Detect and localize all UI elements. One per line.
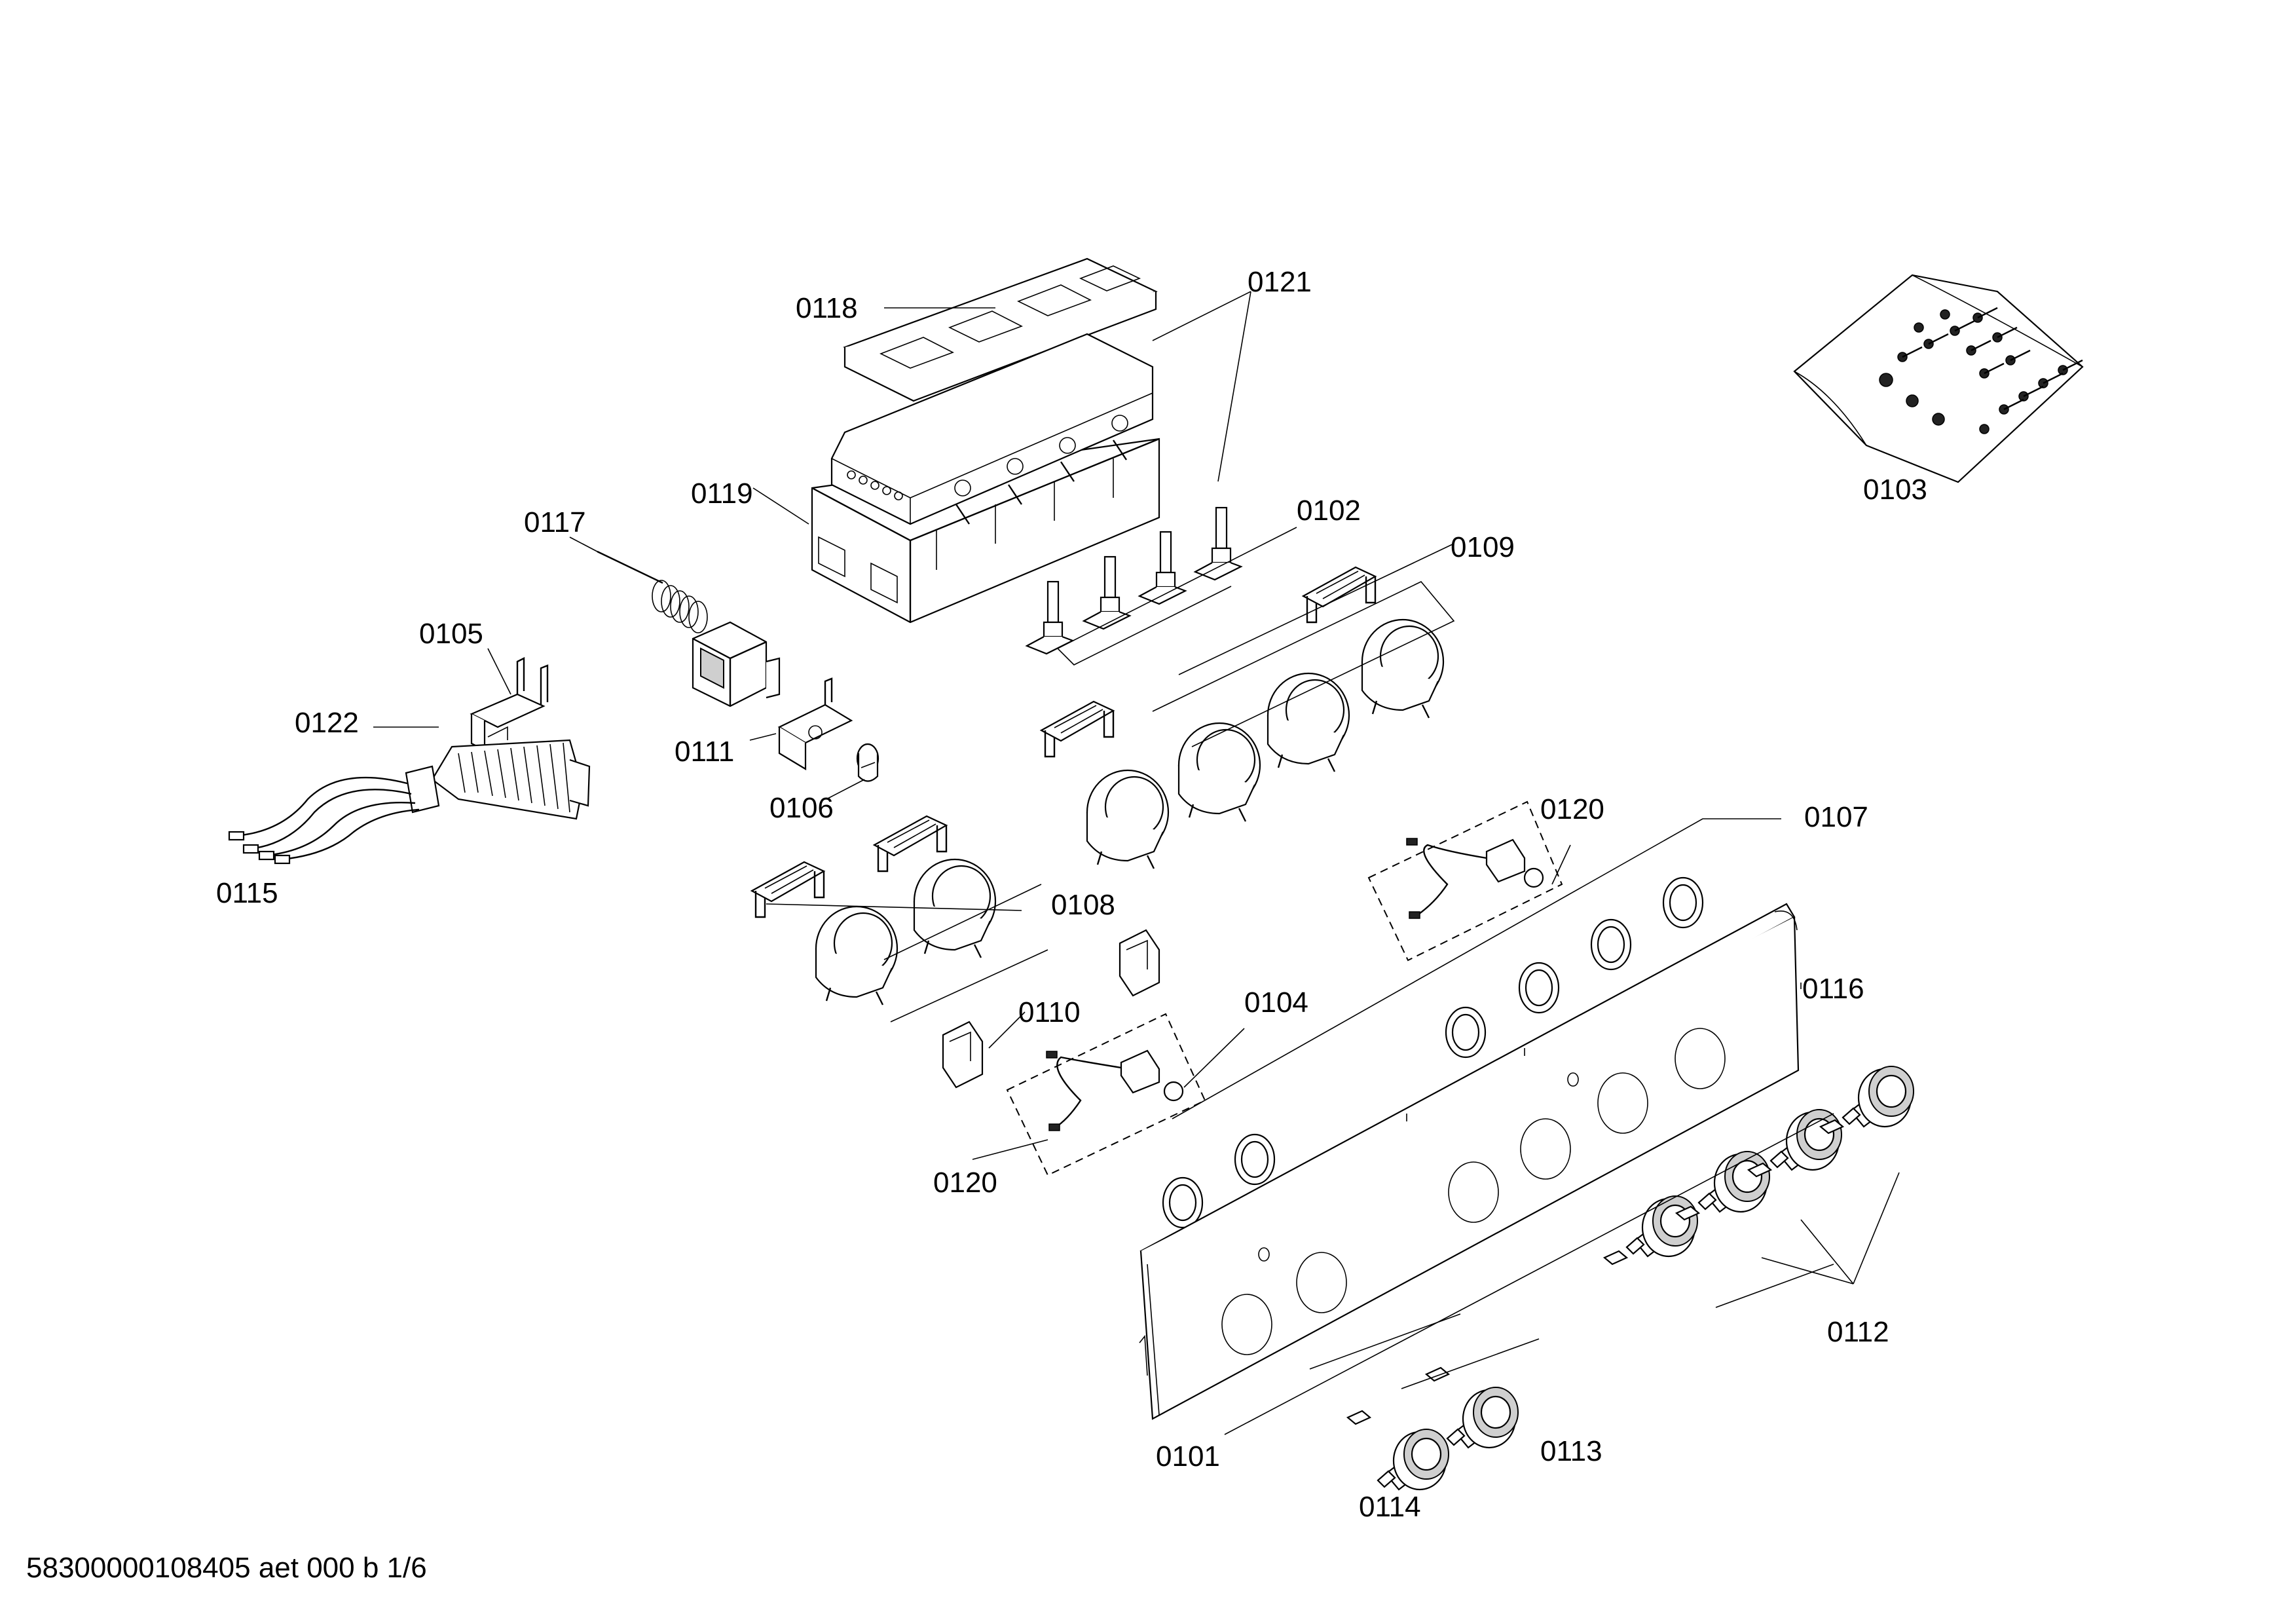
part-0119-switch-housing	[811, 333, 1160, 624]
callout-0113[interactable]: 0113	[1540, 1435, 1602, 1467]
callout-0117[interactable]: 0117	[524, 506, 586, 538]
part-0120-switch-upper	[1367, 800, 1563, 962]
callout-0121[interactable]: 0121	[1248, 266, 1312, 298]
callout-0112[interactable]: 0112	[1827, 1316, 1889, 1348]
callout-0119[interactable]: 0119	[691, 478, 753, 510]
part-0115-wiring	[228, 776, 420, 865]
callout-0118[interactable]: 0118	[796, 292, 858, 324]
part-0111-lamp-bracket	[777, 677, 853, 770]
part-0105-bracket	[470, 657, 549, 751]
callout-0120-lower[interactable]: 0120	[933, 1167, 997, 1199]
part-0106-lamp	[856, 743, 880, 782]
part-0118-top-plate	[843, 257, 1158, 402]
callout-0102[interactable]: 0102	[1297, 495, 1361, 527]
callout-0114[interactable]: 0114	[1359, 1491, 1421, 1523]
callout-0108[interactable]: 0108	[1051, 889, 1115, 921]
callout-0103[interactable]: 0103	[1863, 474, 1927, 506]
callout-0111[interactable]: 0111	[675, 736, 734, 768]
callout-0122[interactable]: 0122	[295, 707, 359, 739]
part-0117-thermostat	[597, 550, 781, 707]
document-code: 58300000108405 aet 000 b 1/6	[26, 1552, 427, 1584]
part-0122-terminal-block	[405, 739, 591, 820]
part-0110-clips	[942, 929, 1160, 1089]
callout-0106[interactable]: 0106	[769, 792, 834, 824]
part-0120-switch-lower	[1006, 1013, 1206, 1176]
callout-0109[interactable]: 0109	[1451, 531, 1515, 563]
callout-0105[interactable]: 0105	[419, 618, 483, 650]
leader-lines	[373, 291, 1900, 1435]
part-0116-control-panel	[1139, 903, 1800, 1420]
part-0114-knob	[1346, 1410, 1450, 1491]
callout-0116[interactable]: 0116	[1802, 973, 1864, 1005]
part-0108-knob-holders	[750, 815, 997, 1006]
part-0103-screw-bag	[1793, 274, 2084, 483]
callout-0101[interactable]: 0101	[1156, 1440, 1220, 1473]
callout-0104[interactable]: 0104	[1244, 986, 1308, 1019]
callout-0110[interactable]: 0110	[1018, 996, 1081, 1028]
callout-0120-upper[interactable]: 0120	[1540, 793, 1604, 825]
callout-0107[interactable]: 0107	[1804, 801, 1868, 833]
callout-labels: 0118 0121 0119 0117 0102 0109 0103 0105 …	[216, 266, 1927, 1523]
callout-0115[interactable]: 0115	[216, 877, 278, 909]
